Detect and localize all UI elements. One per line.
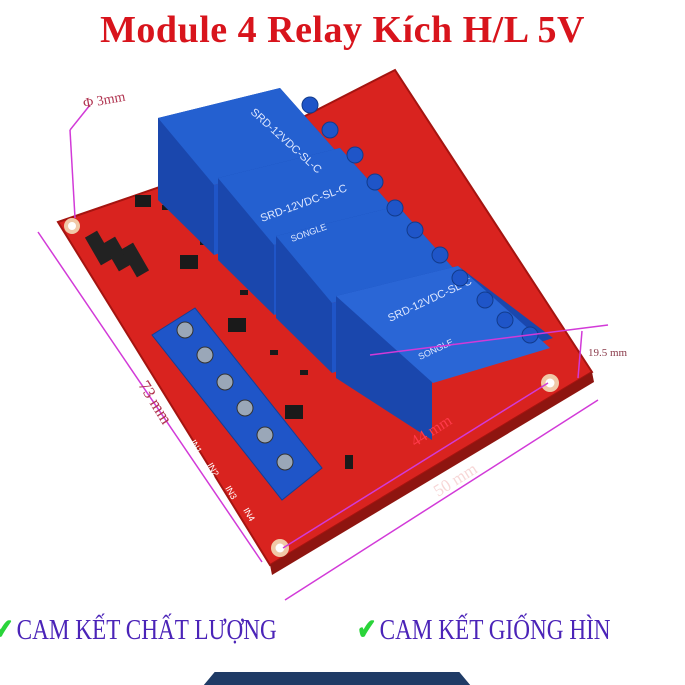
product-title: Module 4 Relay Kích H/L 5V bbox=[100, 9, 585, 51]
relay-terminals bbox=[301, 96, 539, 344]
mounting-holes bbox=[64, 218, 559, 557]
check-icon: ✔ bbox=[0, 614, 13, 646]
promise-quality: ✔CAM KẾT CHẤT LƯỢNG bbox=[0, 612, 277, 647]
promise-same-as-picture: ✔CAM KẾT GIỐNG HÌN bbox=[357, 612, 611, 647]
pin-header bbox=[84, 230, 150, 278]
pcb-board-edge bbox=[270, 372, 594, 575]
check-icon: ✔ bbox=[357, 614, 377, 646]
hole-diameter-label: Φ 3mm bbox=[82, 90, 127, 112]
bottom-banner bbox=[198, 672, 476, 685]
input-terminal-block bbox=[151, 307, 323, 501]
relay-4 bbox=[336, 266, 553, 440]
dimension-lines bbox=[37, 104, 609, 601]
height-label: 19.5 mm bbox=[588, 347, 628, 359]
promise-quality-text: CAM KẾT CHẤT LƯỢNG bbox=[16, 614, 277, 646]
promise-same-text: CAM KẾT GIỐNG HÌN bbox=[379, 614, 611, 646]
